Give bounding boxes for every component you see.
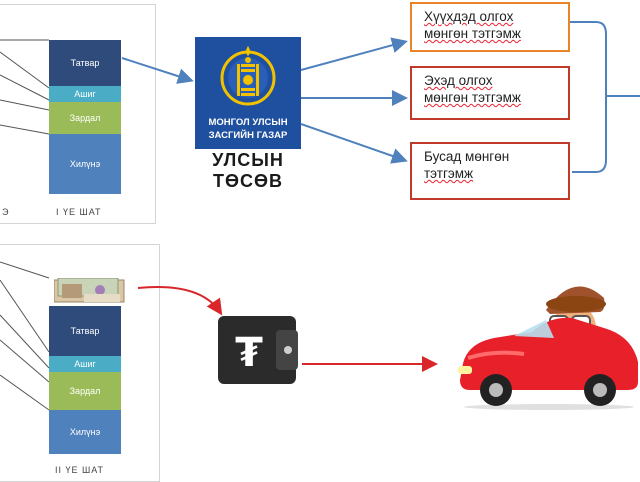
banknotes-icon [54,278,125,303]
benefit-mothers-line1: Эхэд олгох [424,73,493,88]
red-car-icon [458,286,638,410]
state-budget-line1: УЛСЫН [212,150,284,170]
top-segment-revenue: Хилүнэ [49,134,121,194]
bottom-segment-revenue: Хилүнэ [49,410,121,454]
bottom-stage-label: II ҮЕ ШАТ [55,465,105,475]
benefit-other-line1: Бусад мөнгөн [424,149,510,164]
arrow-tax-to-gov [121,57,194,84]
government-name-line1: МОНГОЛ УЛСЫН [208,117,288,128]
bottom-segment-cost: Зардал [49,372,121,410]
top-connector-lines [0,39,50,135]
wallet-symbol: ₮ [235,330,263,376]
government-emblem-box: МОНГОЛ УЛСЫН ЗАСГИЙН ГАЗАР [195,37,301,149]
arrow-gov-to-other [300,123,408,164]
bottom-connector-lines [0,261,50,411]
government-name-line2: ЗАСГИЙН ГАЗАР [208,130,288,141]
state-budget-title: УЛСЫН ТӨСӨВ [195,150,301,192]
benefit-box-other: Бусад мөнгөн тэтгэмж [410,142,570,200]
top-stage-label: I ҮЕ ШАТ [56,207,102,217]
benefit-other-line2: тэтгэмж [424,166,474,181]
bracket-right [570,21,607,173]
wallet-tugrik-icon: ₮ [218,316,298,384]
benefit-children-line1: Хүүхдэд олгох [424,9,514,24]
top-segment-tax: Татвар [49,40,121,86]
arrow-gov-to-children [300,37,408,71]
benefit-box-mothers: Эхэд олгох мөнгөн тэтгэмж [410,66,570,120]
soyombo-emblem-icon [220,46,276,106]
benefit-box-children: Хүүхдэд олгох мөнгөн тэтгэмж [410,2,570,52]
bottom-segment-tax: Татвар [49,306,121,356]
top-segment-profit: Ашиг [49,86,121,102]
bottom-segment-profit: Ашиг [49,356,121,372]
arrow-money-to-wallet [137,286,223,316]
state-budget-line2: ТӨСӨВ [213,171,283,191]
benefit-children-line2: мөнгөн тэтгэмж [424,26,521,41]
top-segment-cost: Зардал [49,102,121,134]
top-left-stage-fragment: Э [2,207,10,217]
benefit-mothers-line2: мөнгөн тэтгэмж [424,90,521,105]
